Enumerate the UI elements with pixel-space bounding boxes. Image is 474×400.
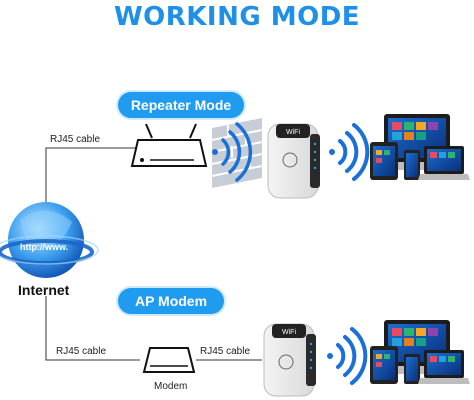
ap-cable-label-left: RJ45 cable [56,346,107,357]
phone-icon [404,354,420,384]
diagram-title: WORKING MODE [113,2,361,32]
extender-icon: WiFi [267,123,320,199]
wifi-signal-icon [212,122,253,182]
globe-icon [0,202,99,278]
globe-url-text: http://www. [20,242,69,252]
repeater-cable-line [45,147,138,205]
modem-label: Modem [154,381,188,392]
repeater-mode-pill: Repeater Mode [118,92,244,118]
ap-modem-pill: AP Modem [118,288,224,314]
wifi-signal-icon [329,123,370,181]
brick-wall-icon [211,118,263,188]
laptop-icon [418,146,470,180]
ap-cable-label-right: RJ45 cable [200,346,251,357]
tablet-icon [370,346,398,384]
device-group-top [370,114,470,180]
router-icon [130,123,208,167]
phone-icon [404,150,420,180]
connection-lines [45,147,262,361]
modem-icon [142,347,196,373]
device-group-bottom [370,320,470,384]
extender-brand-text: WiFi [286,129,300,136]
internet-label: Internet [18,282,70,298]
wifi-signal-icon [327,327,368,385]
ap-cable-line [45,296,140,361]
laptop-icon [418,350,470,384]
tablet-icon [370,142,398,180]
extender-icon: WiFi [263,323,316,397]
extender-brand-text: WiFi [282,329,296,336]
repeater-cable-label: RJ45 cable [50,134,101,145]
